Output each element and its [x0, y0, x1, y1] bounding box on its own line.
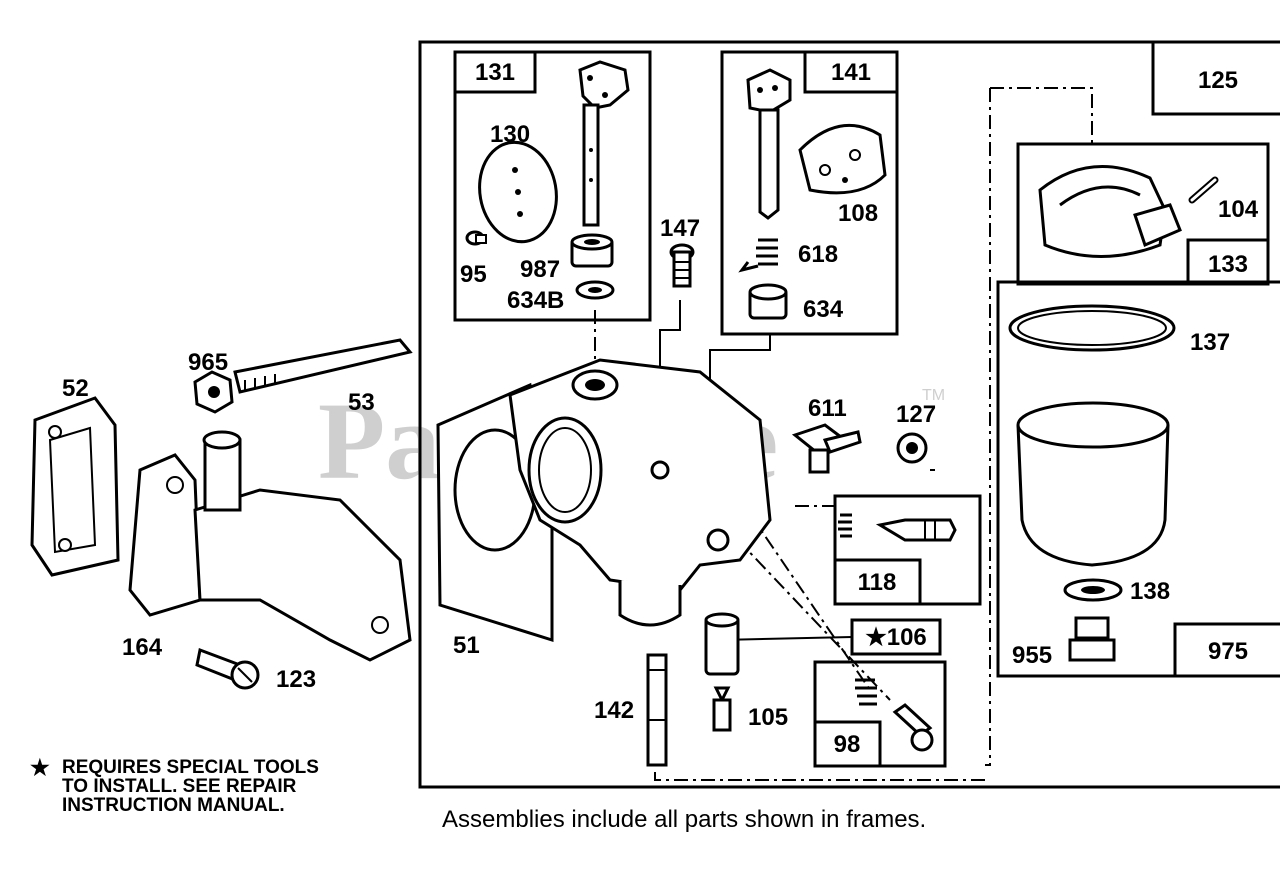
label-611: 611	[808, 395, 847, 422]
label-130: 130	[490, 121, 530, 148]
label-987: 987	[520, 256, 560, 283]
note-line-2: TO INSTALL. SEE REPAIR	[62, 776, 297, 797]
frame-975-label: 975	[1208, 638, 1248, 665]
label-105: 105	[748, 704, 788, 731]
label-147: 147	[660, 215, 700, 242]
part-105-needle	[712, 686, 732, 732]
part-123-screw	[195, 647, 260, 690]
part-95-screw	[465, 230, 487, 246]
part-138-washer	[1063, 578, 1123, 602]
part-965-nut	[193, 370, 234, 414]
part-987-bushing	[570, 233, 614, 268]
leader-lines	[594, 87, 1093, 781]
frame-98: 98	[813, 660, 947, 768]
part-133-float	[1038, 164, 1182, 258]
part-118-mixture-screw	[838, 513, 957, 542]
label-51: 51	[453, 632, 480, 659]
label-138: 138	[1130, 578, 1170, 605]
label-164: 164	[122, 634, 163, 661]
part-634-bushing	[748, 283, 788, 320]
assemblies-caption: Assemblies include all parts shown in fr…	[442, 806, 927, 833]
part-106-seat	[704, 612, 740, 676]
star-icon: ★	[30, 755, 50, 780]
part-127-plug	[896, 432, 928, 464]
part-141-choke-shaft	[746, 68, 792, 220]
part-53-stud	[233, 338, 413, 394]
part-98-idle-screw	[855, 678, 934, 752]
carburetor-body	[508, 358, 772, 627]
watermark-tm: TM	[922, 387, 945, 404]
label-127: 127	[896, 401, 936, 428]
label-108: 108	[838, 200, 878, 227]
part-618-spring	[738, 238, 778, 273]
special-tools-note: ★ REQUIRES SPECIAL TOOLS TO INSTALL. SEE…	[30, 755, 319, 816]
label-123: 123	[276, 666, 316, 693]
label-634b: 634B	[507, 287, 564, 314]
frame-106: ★106	[850, 618, 942, 656]
frame-131-label: 131	[475, 59, 515, 86]
part-142-emulsion-tube	[646, 653, 668, 767]
frame-131: 131	[453, 50, 652, 322]
note-line-3: INSTRUCTION MANUAL.	[62, 795, 285, 816]
frame-975: 975	[996, 280, 1280, 678]
part-634b-seal	[575, 280, 615, 300]
frame-125-label: 125	[1198, 67, 1238, 94]
solid-leaders	[659, 300, 853, 641]
part-164-intake-elbow	[128, 430, 412, 662]
frame-118: 118	[833, 494, 982, 606]
frame-133: 133	[1016, 142, 1270, 286]
part-number-labels: 130 95 987 634B 108 618 634 147 104 137 …	[62, 121, 1259, 731]
label-137: 137	[1190, 329, 1230, 356]
part-130-throttle-plate	[478, 140, 558, 244]
part-131-throttle-shaft	[578, 60, 630, 227]
label-955: 955	[1012, 642, 1052, 669]
label-53: 53	[348, 389, 375, 416]
part-611-fitting	[791, 423, 862, 474]
part-104-pin	[1188, 176, 1219, 204]
label-965: 965	[188, 349, 228, 376]
main-assembly-frame	[418, 40, 1280, 789]
label-634: 634	[803, 296, 844, 323]
label-618: 618	[798, 241, 838, 268]
frame-125: 125	[1151, 40, 1280, 116]
frame-98-label: 98	[834, 731, 861, 758]
frame-118-label: 118	[858, 569, 897, 596]
frame-106-label: ★106	[865, 624, 927, 651]
frame-141-label: 141	[831, 59, 871, 86]
frame-141: 141	[720, 50, 899, 336]
part-52-gasket	[30, 396, 120, 577]
label-95: 95	[460, 261, 487, 288]
label-52: 52	[62, 375, 89, 402]
part-975-bowl	[1016, 401, 1170, 567]
part-137-gasket	[1008, 304, 1176, 352]
part-108-choke-plate	[798, 123, 887, 195]
part-955-nut	[1068, 616, 1116, 662]
label-142: 142	[594, 697, 634, 724]
part-147-screw	[669, 243, 695, 288]
frame-133-label: 133	[1208, 251, 1248, 278]
label-104: 104	[1218, 196, 1259, 223]
note-line-1: REQUIRES SPECIAL TOOLS	[62, 757, 319, 778]
